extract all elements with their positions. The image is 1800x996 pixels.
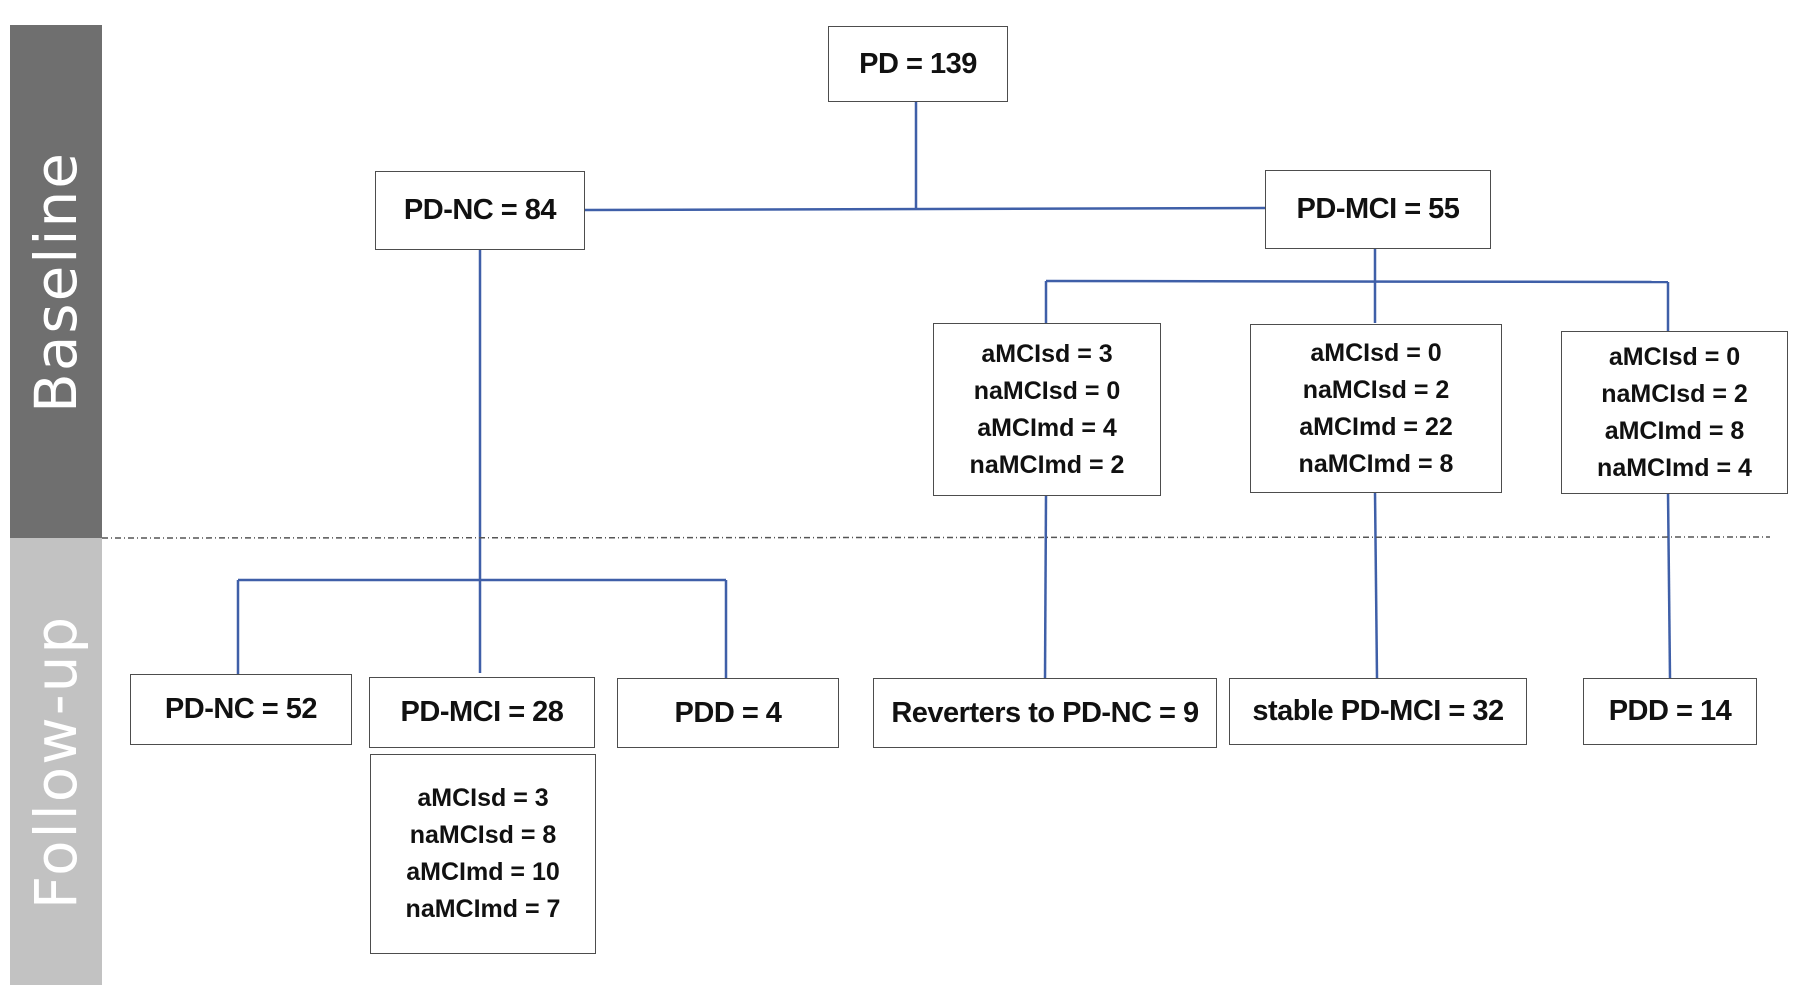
connector (1373, 491, 1379, 679)
node-pd-nc-baseline: PD-NC = 84 (375, 171, 585, 250)
subtype-line: naMCImd = 7 (405, 895, 561, 923)
node-followup-mci-subtypes: aMCIsd = 3 naMCIsd = 8 aMCImd = 10 naMCI… (370, 754, 596, 954)
subtype-line: aMCIsd = 0 (1608, 342, 1741, 371)
node-pd-mci-baseline-label: PD-MCI = 55 (1296, 193, 1460, 225)
connector (1045, 279, 1669, 284)
subtype-line: naMCIsd = 2 (1302, 375, 1450, 404)
subtype-line: naMCIsd = 0 (973, 376, 1121, 405)
baseline-followup-divider (101, 536, 1771, 539)
node-pdd-from-nc-label: PDD = 4 (674, 696, 782, 729)
node-mci-subtypes-reverters: aMCIsd = 3 naMCIsd = 0 aMCImd = 4 naMCIm… (933, 323, 1161, 496)
node-pd-mci-followup-label: PD-MCI = 28 (400, 696, 564, 728)
subtype-line: naMCImd = 8 (1298, 449, 1454, 478)
node-pd-nc-followup: PD-NC = 52 (130, 674, 352, 745)
node-reverters-label: Reverters to PD-NC = 9 (891, 696, 1199, 729)
connector (1043, 494, 1048, 679)
node-stable-pd-mci: stable PD-MCI = 32 (1229, 678, 1527, 745)
node-pd-mci-baseline: PD-MCI = 55 (1265, 170, 1491, 249)
node-reverters: Reverters to PD-NC = 9 (873, 678, 1217, 748)
node-mci-subtypes-stable: aMCIsd = 0 naMCIsd = 2 aMCImd = 22 naMCI… (1250, 324, 1502, 493)
subtype-line: aMCImd = 10 (406, 858, 560, 886)
node-pdd-from-mci: PDD = 14 (1583, 678, 1757, 745)
node-pdd-from-nc: PDD = 4 (617, 678, 839, 748)
subtype-line: aMCIsd = 0 (1310, 338, 1442, 367)
connector (583, 206, 1266, 212)
subtype-line: aMCImd = 22 (1299, 412, 1453, 441)
followup-band: Follow-up (10, 538, 102, 985)
baseline-band: Baseline (10, 25, 102, 538)
node-pd-nc-baseline-label: PD-NC = 84 (403, 194, 557, 226)
subtype-line: naMCImd = 4 (1597, 453, 1752, 482)
subtype-line: aMCIsd = 3 (981, 339, 1113, 368)
node-mci-subtypes-pdd: aMCIsd = 0 naMCIsd = 2 aMCImd = 8 naMCIm… (1561, 331, 1788, 494)
node-stable-pd-mci-label: stable PD-MCI = 32 (1252, 695, 1504, 727)
connector (1666, 491, 1672, 679)
subtype-line: aMCImd = 4 (977, 413, 1117, 442)
subtype-line: aMCImd = 8 (1604, 416, 1745, 445)
node-pd-total: PD = 139 (828, 26, 1008, 102)
node-pd-total-label: PD = 139 (859, 47, 977, 80)
subtype-line: naMCIsd = 8 (409, 821, 557, 849)
subtype-line: naMCIsd = 2 (1601, 379, 1748, 408)
subtype-line: naMCImd = 2 (969, 450, 1125, 479)
node-pdd-from-mci-label: PDD = 14 (1608, 695, 1732, 727)
subtype-line: aMCIsd = 3 (417, 784, 549, 812)
node-pd-mci-followup: PD-MCI = 28 (369, 677, 595, 748)
node-pd-nc-followup-label: PD-NC = 52 (164, 693, 318, 725)
